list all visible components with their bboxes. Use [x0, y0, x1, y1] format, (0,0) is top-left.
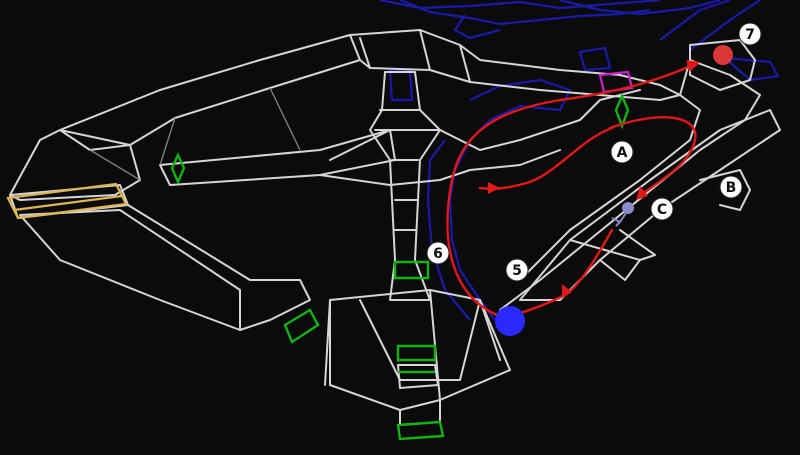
- blue-dot-icon: [495, 306, 525, 336]
- marker-c-label: C: [657, 202, 667, 218]
- player-figure-icon: [611, 202, 634, 227]
- marker-6: 6: [426, 241, 450, 265]
- marker-6-label: 6: [433, 246, 443, 262]
- marker-7-label: 7: [745, 27, 755, 43]
- route-path: [446, 60, 700, 320]
- marker-a-label: A: [617, 145, 628, 161]
- arrow-icon: [686, 60, 700, 72]
- wireframe-structure: [9, 29, 781, 426]
- marker-b: B: [719, 175, 743, 199]
- marker-5: 5: [505, 258, 529, 282]
- arrow-icon: [562, 284, 572, 298]
- marker-b-label: B: [726, 180, 737, 196]
- arrow-icon: [636, 186, 648, 200]
- marker-a: A: [610, 140, 634, 164]
- marker-7: 7: [738, 22, 762, 46]
- highlight-box: [6, 182, 128, 220]
- door-markers: [170, 92, 630, 441]
- red-dot-icon: [713, 45, 733, 65]
- marker-5-label: 5: [512, 263, 522, 279]
- spawn-box: [598, 70, 634, 94]
- arrow-icon: [488, 182, 500, 194]
- marker-c: C: [650, 197, 674, 221]
